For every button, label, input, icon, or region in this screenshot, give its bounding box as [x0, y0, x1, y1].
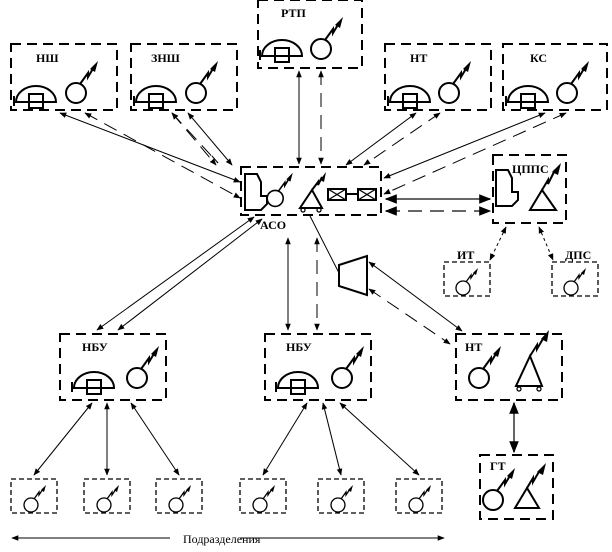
node-rtp: РТП — [257, 0, 363, 69]
subdivision-link — [321, 402, 343, 476]
subdivision-link — [339, 402, 420, 476]
node-ks: КС — [502, 43, 608, 111]
radio-station-icon — [310, 16, 344, 60]
control-post-icon — [133, 85, 177, 109]
node-znsh: ЗНШ — [130, 43, 238, 111]
node-tspps: ЦППС — [492, 154, 567, 224]
node-dps: ДПС — [551, 248, 599, 297]
radio-station-icon — [266, 172, 294, 208]
node-label: НТ — [410, 51, 427, 65]
subdivision-link — [130, 402, 180, 476]
radio-relay-icon — [513, 463, 546, 509]
control-post-icon — [259, 39, 303, 63]
subdivisions-range: Подразделения — [11, 532, 445, 546]
node-label: ЗНШ — [151, 51, 180, 65]
radio-station-icon — [65, 60, 99, 104]
node-label: ЦППС — [512, 162, 549, 176]
switchboard-icon — [327, 188, 377, 201]
radio-station-icon — [126, 345, 160, 389]
control-post-icon — [505, 85, 549, 109]
portable-radio-icon — [330, 484, 354, 513]
node-nbu-mid: НБУ — [264, 333, 372, 401]
subdivision-node — [239, 478, 287, 514]
node-nsh: НШ — [10, 43, 118, 111]
radio-station-icon — [331, 345, 365, 389]
subdivision-node — [317, 478, 365, 514]
portable-radio-icon — [563, 267, 587, 296]
node-label: РТП — [281, 6, 306, 20]
subdivisions-caption: Подразделения — [183, 532, 261, 546]
node-nt-top: НТ — [384, 43, 492, 111]
radio-station-icon — [556, 60, 590, 104]
subdivisions-row — [10, 478, 443, 514]
control-post-icon — [71, 371, 115, 395]
node-label: АСО — [260, 218, 286, 232]
node-it: ИТ — [443, 248, 491, 297]
subdivision-node — [395, 478, 443, 514]
mobile-radio-icon — [298, 172, 326, 213]
subdivision-node — [83, 478, 131, 514]
node-label: НТ — [465, 340, 482, 354]
radio-station-icon — [438, 60, 472, 104]
node-label: НБУ — [82, 340, 108, 354]
control-post-icon — [13, 85, 57, 109]
connectors — [59, 70, 567, 454]
node-aso: АСО — [240, 166, 382, 232]
mobile-radio-icon — [514, 330, 549, 392]
subdivision-node — [10, 478, 58, 514]
portable-radio-icon — [455, 267, 479, 296]
portable-radio-icon — [23, 484, 47, 513]
node-nbu-left: НБУ — [59, 333, 167, 401]
control-post-icon — [387, 85, 431, 109]
portable-radio-icon — [168, 484, 192, 513]
portable-radio-icon — [96, 484, 120, 513]
portable-radio-icon — [252, 484, 276, 513]
subdivision-node — [155, 478, 203, 514]
node-label: НБУ — [286, 340, 312, 354]
node-gt: ГТ — [479, 454, 554, 520]
node-nt-right: НТ — [455, 330, 563, 401]
node-label: КС — [530, 51, 547, 65]
loudspeaker-icon — [338, 254, 368, 297]
telephone-icon — [244, 173, 268, 211]
radio-station-icon — [185, 60, 219, 104]
node-label: ДПС — [565, 248, 591, 262]
subdivision-connectors — [33, 402, 420, 476]
subdivision-link — [33, 402, 93, 476]
control-post-icon — [275, 371, 319, 395]
radio-station-icon — [482, 467, 516, 511]
portable-radio-icon — [408, 484, 432, 513]
node-label: НШ — [36, 51, 59, 65]
node-label: ГТ — [490, 459, 506, 473]
subdivision-link — [262, 402, 308, 476]
node-label: ИТ — [457, 248, 474, 262]
